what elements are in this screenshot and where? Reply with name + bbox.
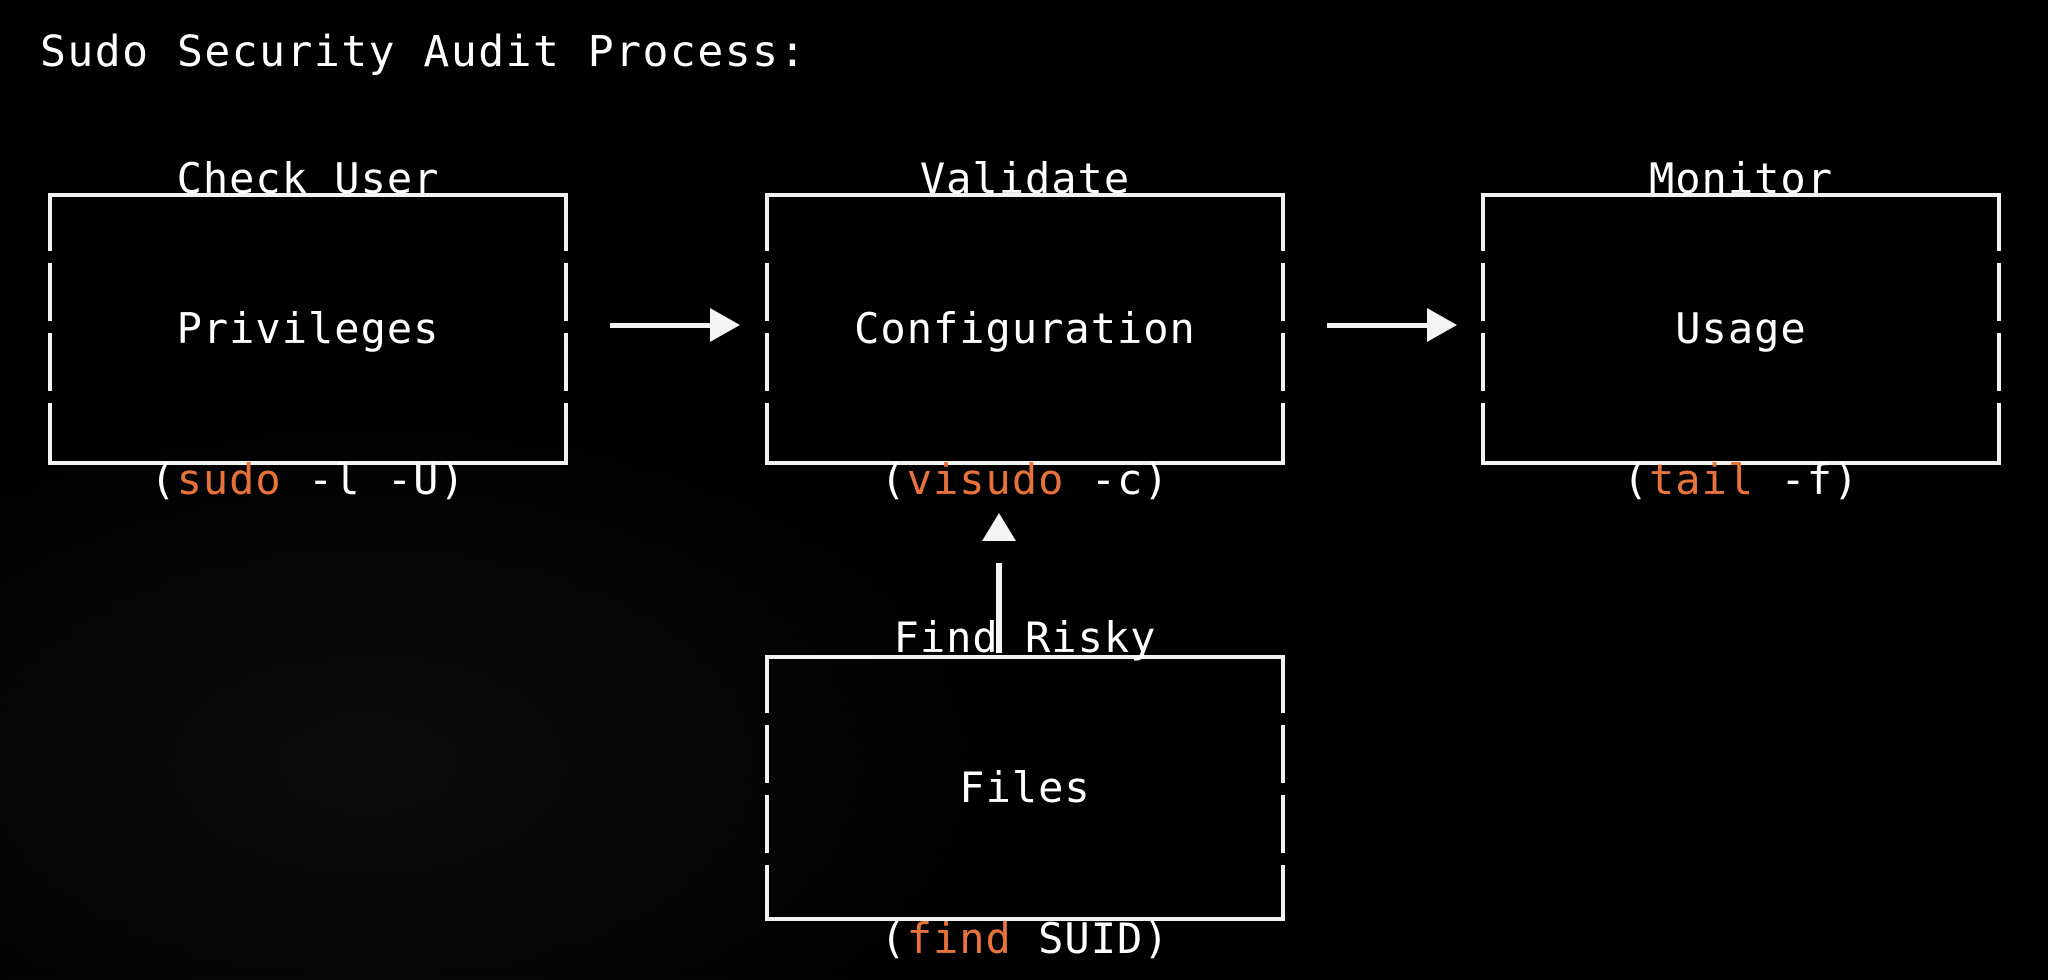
paren-close: )	[1143, 454, 1170, 504]
node-line-2: Usage	[1675, 303, 1807, 353]
arrow-head-right-icon	[710, 308, 740, 342]
command-name: find	[906, 913, 1012, 963]
process-node-find-risky-files[interactable]: Find Risky Files (find SUID)	[765, 613, 1285, 963]
arrow-head-up-icon	[982, 513, 1016, 541]
paren-close: )	[439, 454, 466, 504]
paren-open: (	[880, 454, 907, 504]
process-node-validate-configuration[interactable]: Validate Configuration (visudo -c)	[765, 154, 1285, 504]
node-border-left	[765, 193, 769, 465]
node-line-2: Configuration	[854, 303, 1196, 353]
node-line-1: Monitor	[1648, 153, 1833, 203]
node-command-line: (find SUID)	[880, 914, 1169, 964]
arrow-shaft	[610, 322, 711, 328]
page-title: Sudo Security Audit Process:	[40, 27, 807, 77]
node-border-top	[1481, 193, 2001, 197]
node-border-bottom	[765, 917, 1285, 921]
node-border-top	[765, 193, 1285, 197]
paren-open: (	[880, 913, 907, 963]
node-border-right	[1997, 193, 2001, 465]
node-border-bottom	[765, 461, 1285, 465]
arrow-head-right-icon	[1427, 308, 1457, 342]
node-border-right	[1281, 193, 1285, 465]
command-args: -f	[1754, 454, 1833, 504]
command-name: visudo	[906, 454, 1065, 504]
arrow-shaft	[1327, 322, 1428, 328]
command-args: SUID	[1011, 913, 1144, 963]
node-border-left	[765, 655, 769, 921]
node-line-1: Validate	[919, 153, 1131, 203]
paren-open: (	[150, 454, 177, 504]
command-args: -c	[1064, 454, 1144, 504]
process-node-check-user-privileges[interactable]: Check User Privileges (sudo -l -U)	[48, 154, 568, 504]
node-label-group: Validate Configuration (visudo -c)	[854, 54, 1196, 605]
paren-open: (	[1622, 454, 1649, 504]
node-command-line: (visudo -c)	[854, 455, 1196, 505]
node-label-group: Find Risky Files (find SUID)	[880, 513, 1169, 980]
arrow-validate-to-monitor	[1327, 308, 1457, 342]
node-border-top	[48, 193, 568, 197]
paren-close: )	[1833, 454, 1860, 504]
command-args: -l -U	[281, 454, 440, 504]
node-line-1: Check User	[176, 153, 440, 203]
command-name: tail	[1648, 454, 1755, 504]
node-line-2: Files	[959, 762, 1091, 812]
node-label-group: Check User Privileges (sudo -l -U)	[150, 54, 465, 605]
node-line-1: Find Risky	[893, 612, 1157, 662]
command-name: sudo	[176, 454, 282, 504]
node-border-right	[1281, 655, 1285, 921]
node-line-2: Privileges	[176, 303, 440, 353]
arrow-check-to-validate	[610, 308, 740, 342]
node-border-left	[48, 193, 52, 465]
node-border-bottom	[48, 461, 568, 465]
paren-close: )	[1143, 913, 1170, 963]
node-border-right	[564, 193, 568, 465]
node-border-bottom	[1481, 461, 2001, 465]
node-command-line: (sudo -l -U)	[150, 455, 465, 505]
arrow-find-to-validate	[981, 513, 1017, 653]
node-command-line: (tail -f)	[1623, 455, 1860, 505]
node-border-top	[765, 655, 1285, 659]
node-label-group: Monitor Usage (tail -f)	[1623, 54, 1860, 605]
node-border-left	[1481, 193, 1485, 465]
process-node-monitor-usage[interactable]: Monitor Usage (tail -f)	[1481, 154, 2001, 504]
arrow-shaft	[996, 563, 1002, 653]
